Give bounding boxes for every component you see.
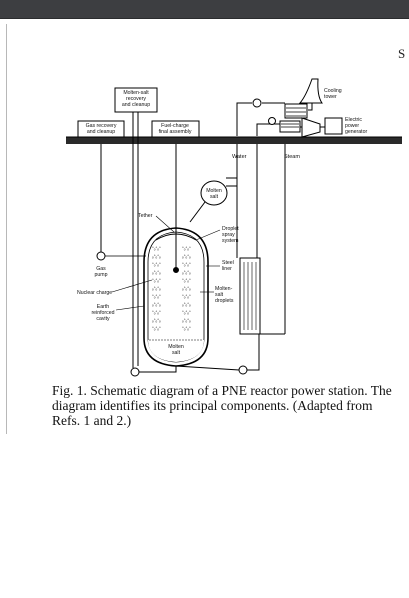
page-margin-line [6,24,7,434]
molten-salt-pool-label-2: salt [172,350,181,356]
svg-text:°ₒ°ₒ°: °ₒ°ₒ° [182,310,191,315]
earth-cavity-label-1: Earth [97,304,110,310]
heat-exchanger-unit [279,103,308,133]
ground-surface [66,136,402,144]
molten-salt-pool-label-1: Molten [168,344,184,350]
gas-pump-label-2: pump [95,272,108,278]
molten-salt-recovery-label-3: and cleanup [122,102,150,108]
cooling-tower: Cooling tower [298,78,342,104]
droplet-spray-label-1: Droplet [222,226,239,232]
molten-salt-droplets-label-2: salt [215,292,224,298]
reactor-cavity: Molten salt [143,227,209,367]
svg-text:°ₒ°ₒ°: °ₒ°ₒ° [152,326,161,331]
steam-label: Steam [284,154,300,160]
bottom-pumps [130,334,260,377]
cooling-tower-label-2: tower [324,94,337,100]
nuclear-charge-label: Nuclear charge [77,290,112,296]
svg-text:ₒ°ₒ°ₒ: ₒ°ₒ°ₒ [182,254,191,259]
molten-salt-droplets: °ₒ°ₒ° ₒ°ₒ°ₒ °ₒ°ₒ° ₒ°ₒ°ₒ °ₒ°ₒ° ₒ°ₒ°ₒ °ₒ°ₒ… [152,246,191,331]
cooling-tower-label-1: Cooling [324,88,342,94]
gas-recovery-label-1: Gas recovery [86,123,117,129]
molten-salt-droplets-label-1: Molten- [215,286,233,292]
page-corner-letter: S [398,46,406,61]
svg-text:°ₒ°ₒ°: °ₒ°ₒ° [152,310,161,315]
molten-salt-tank-label-2: salt [210,194,219,200]
steam-generator-box [239,257,261,335]
fuel-charge-label-1: Fuel-charge [161,123,189,129]
svg-text:°ₒ°ₒ°: °ₒ°ₒ° [182,278,191,283]
figure-caption: Fig. 1. Schematic diagram of a PNE react… [52,383,392,428]
fuel-charge-label-2: final assembly [159,129,192,135]
svg-text:ₒ°ₒ°ₒ: ₒ°ₒ°ₒ [152,318,161,323]
steel-liner-label-2: liner [222,266,232,272]
molten-salt-recovery-label-2: recovery [126,96,146,102]
electric-generator-label-1: Electric [345,117,362,123]
svg-text:°ₒ°ₒ°: °ₒ°ₒ° [182,262,191,267]
gas-pump: Gas pump [95,248,146,278]
window-top-bar [0,0,409,19]
svg-text:ₒ°ₒ°ₒ: ₒ°ₒ°ₒ [152,254,161,259]
svg-text:ₒ°ₒ°ₒ: ₒ°ₒ°ₒ [182,302,191,307]
electric-generator-label-2: power [345,123,359,129]
svg-text:°ₒ°ₒ°: °ₒ°ₒ° [152,294,161,299]
molten-salt-tank: Molten salt [189,180,237,223]
svg-text:ₒ°ₒ°ₒ: ₒ°ₒ°ₒ [152,286,161,291]
electric-generator-label-3: generator [345,129,367,135]
svg-text:°ₒ°ₒ°: °ₒ°ₒ° [152,278,161,283]
gas-recovery-box: Gas recovery and cleanup [77,120,125,138]
molten-salt-recovery-label-1: Molten-salt [123,90,149,96]
molten-salt-tank-label-1: Molten [206,188,222,194]
tether-label: Tether [138,213,153,219]
water-label: Water [232,154,247,160]
gas-recovery-label-2: and cleanup [87,129,115,135]
molten-salt-recovery-box: Molten-salt recovery and cleanup [114,87,158,113]
svg-text:°ₒ°ₒ°: °ₒ°ₒ° [152,246,161,251]
droplet-spray-label-2: spray [222,232,235,238]
water-steam-piping [236,98,313,136]
svg-text:ₒ°ₒ°ₒ: ₒ°ₒ°ₒ [182,318,191,323]
vertical-pipes [100,112,286,368]
svg-text:ₒ°ₒ°ₒ: ₒ°ₒ°ₒ [152,270,161,275]
svg-text:°ₒ°ₒ°: °ₒ°ₒ° [182,294,191,299]
svg-text:°ₒ°ₒ°: °ₒ°ₒ° [152,262,161,267]
turbine [301,117,325,138]
steel-liner-label-1: Steel [222,260,234,266]
svg-text:ₒ°ₒ°ₒ: ₒ°ₒ°ₒ [152,302,161,307]
svg-text:°ₒ°ₒ°: °ₒ°ₒ° [182,326,191,331]
svg-text:ₒ°ₒ°ₒ: ₒ°ₒ°ₒ [182,286,191,291]
earth-cavity-label-2: reinforced [91,310,114,316]
droplet-spray-system [155,228,197,273]
molten-salt-droplets-label-3: droplets [215,298,234,304]
fuel-charge-box: Fuel-charge final assembly [151,120,200,138]
gas-pump-label-1: Gas [96,266,106,272]
electric-generator: Electric power generator [324,117,367,135]
svg-text:ₒ°ₒ°ₒ: ₒ°ₒ°ₒ [182,270,191,275]
earth-cavity-label-3: cavity [96,316,110,322]
svg-text:°ₒ°ₒ°: °ₒ°ₒ° [182,246,191,251]
droplet-spray-label-3: system [222,238,238,244]
